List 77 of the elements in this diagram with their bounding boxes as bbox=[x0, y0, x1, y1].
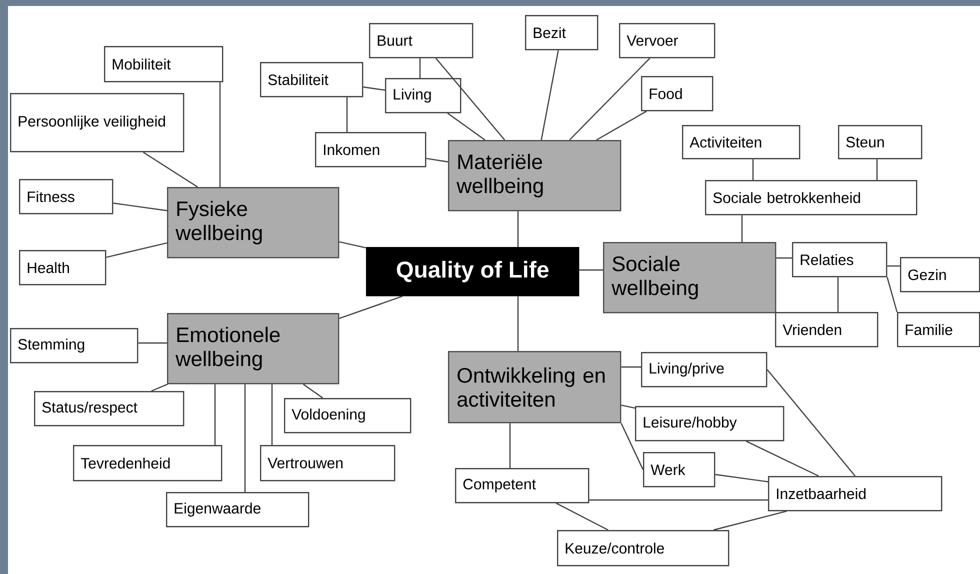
item-box: Werk bbox=[643, 452, 716, 488]
connector-line bbox=[556, 502, 608, 531]
item-box: Inkomen bbox=[315, 132, 426, 168]
connector-line bbox=[363, 86, 386, 91]
connector-line bbox=[876, 159, 878, 180]
connector-line bbox=[214, 384, 216, 445]
item-box: Stemming bbox=[10, 328, 138, 364]
connector-line bbox=[596, 110, 647, 141]
connector-line bbox=[142, 152, 198, 188]
item-box: Sociale betrokkenheid bbox=[705, 180, 918, 216]
connector-line bbox=[339, 296, 403, 320]
item-box: Gezin bbox=[900, 257, 980, 292]
item-box: Vervoer bbox=[619, 23, 716, 58]
connector-line bbox=[113, 202, 168, 212]
connector-line bbox=[540, 50, 559, 140]
connector-line bbox=[271, 384, 273, 445]
item-box: Competent bbox=[455, 468, 590, 504]
connector-line bbox=[244, 384, 246, 492]
item-box: Vrienden bbox=[775, 312, 878, 348]
item-box: Persoonlijke veiligheid bbox=[10, 93, 184, 152]
connector-line bbox=[589, 499, 768, 501]
connector-line bbox=[447, 112, 486, 140]
connector-line bbox=[339, 241, 366, 248]
category-box: Ontwikkeling en activiteiten bbox=[448, 351, 622, 424]
item-box: Tevredenheid bbox=[73, 445, 222, 482]
item-box: Living/prive bbox=[641, 352, 768, 388]
connector-line bbox=[419, 58, 421, 78]
item-box: Health bbox=[19, 250, 106, 286]
item-box: Fitness bbox=[19, 179, 114, 214]
item-box: Mobiliteit bbox=[104, 46, 224, 82]
item-box: Buurt bbox=[369, 23, 474, 58]
connector-line bbox=[752, 159, 754, 180]
connector-line bbox=[579, 269, 603, 271]
item-box: Leisure/hobby bbox=[635, 406, 784, 442]
item-box: Vertrouwen bbox=[260, 445, 396, 482]
item-box: Keuze/controle bbox=[557, 530, 730, 566]
connector-line bbox=[138, 342, 167, 344]
connector-line bbox=[517, 296, 519, 351]
connector-line bbox=[569, 58, 650, 140]
item-box: Relaties bbox=[792, 242, 888, 278]
connector-line bbox=[219, 82, 221, 187]
connector-line bbox=[741, 215, 743, 242]
connector-line bbox=[886, 277, 898, 312]
connector-line bbox=[713, 510, 787, 531]
category-box: Emotionele wellbeing bbox=[167, 313, 340, 384]
connector-line bbox=[302, 384, 324, 398]
category-box: Sociale wellbeing bbox=[603, 242, 776, 314]
item-box: Eigenwaarde bbox=[166, 492, 310, 528]
connector-line bbox=[106, 242, 168, 258]
connector-line bbox=[715, 474, 768, 482]
item-box: Bezit bbox=[525, 15, 598, 50]
connector-line bbox=[426, 158, 448, 162]
connector-line bbox=[346, 97, 348, 132]
category-box: Fysieke wellbeing bbox=[167, 187, 340, 258]
connector-line bbox=[435, 58, 506, 140]
item-box: Steun bbox=[838, 125, 922, 160]
connector-line bbox=[620, 422, 644, 470]
connector-line bbox=[887, 265, 900, 267]
connector-line bbox=[621, 366, 641, 368]
item-box: Status/respect bbox=[34, 391, 184, 426]
connector-line bbox=[509, 423, 511, 468]
item-box: Activiteiten bbox=[682, 125, 800, 160]
connector-line bbox=[837, 277, 839, 312]
item-box: Voldoening bbox=[284, 398, 412, 434]
connector-line bbox=[621, 404, 636, 409]
item-box: Stabiliteit bbox=[260, 62, 364, 98]
item-box: Familie bbox=[897, 312, 980, 348]
category-box: Materiële wellbeing bbox=[448, 140, 622, 212]
central-box: Quality of Life bbox=[366, 247, 580, 296]
connector-line bbox=[151, 384, 168, 392]
connector-line bbox=[776, 257, 792, 259]
connector-line bbox=[746, 440, 819, 477]
item-box: Living bbox=[385, 78, 462, 114]
connector-line bbox=[517, 211, 519, 247]
item-box: Food bbox=[641, 76, 714, 112]
connector-line bbox=[766, 369, 856, 476]
item-box: Inzetbaarheid bbox=[768, 476, 942, 512]
